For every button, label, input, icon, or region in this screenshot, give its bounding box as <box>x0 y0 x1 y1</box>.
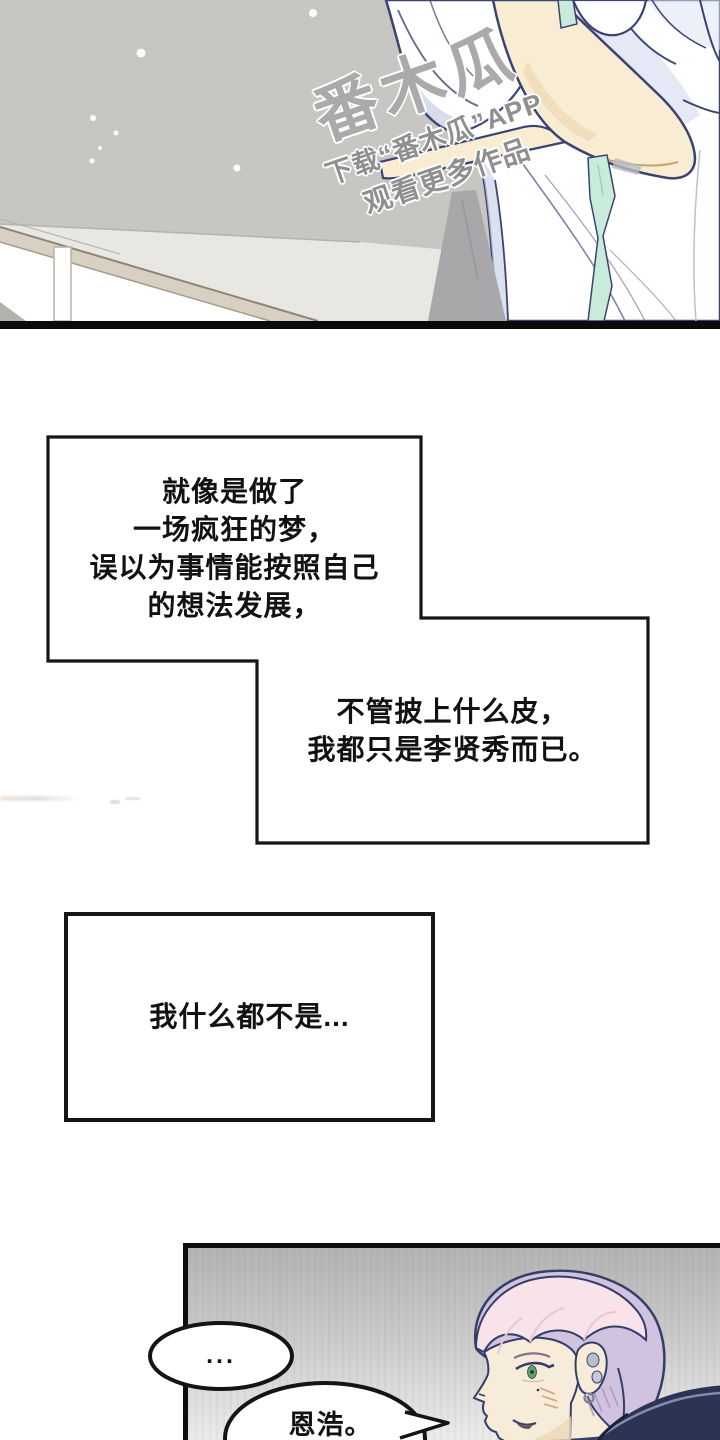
narration-line: 不管披上什么皮， <box>336 695 569 727</box>
page-smudge <box>0 796 82 801</box>
speech-bubble-name-text: 恩浩。 <box>288 1409 373 1440</box>
sleeve-cuff <box>571 0 648 37</box>
speech-bubbles <box>148 1321 450 1440</box>
forearm <box>378 124 567 180</box>
earring <box>583 1392 595 1404</box>
narration-box-1-2-outline <box>46 435 650 845</box>
speech-bubble-name <box>223 1381 427 1440</box>
narration-line: 误以为事情能按照自己 <box>89 552 380 583</box>
eyebrow <box>513 1352 551 1359</box>
narration-line: 我什么都不是... <box>149 1001 350 1032</box>
pink-haired-character-art <box>472 1269 720 1440</box>
arm <box>491 0 697 180</box>
stairwell-scene-art <box>0 0 720 321</box>
cheek-mole <box>536 1388 540 1392</box>
narration-line: 的想法发展， <box>147 590 322 621</box>
speech-bubble-tail <box>399 1410 450 1440</box>
face <box>472 1336 581 1440</box>
lanyard-strap-bottom <box>587 154 616 321</box>
narration-line: 一场疯狂的梦， <box>132 514 336 545</box>
narration-box-3-outline <box>64 912 435 1122</box>
narration-line: 我都只是李贤秀而已。 <box>307 733 598 765</box>
floor-shadow <box>428 190 506 321</box>
narration-box-3: 我什么都不是... <box>66 914 433 1120</box>
character-torso-art <box>378 0 720 321</box>
sparkle-dots <box>89 9 317 172</box>
eyelid <box>515 1361 555 1371</box>
railing-post <box>53 246 72 321</box>
narration-line: 就像是做了 <box>161 476 307 507</box>
character-head-art <box>472 1269 720 1440</box>
top-panel: 番木瓜 下载“番木瓜”APP 观看更多作品 <box>0 0 720 321</box>
page-smudge <box>125 797 140 800</box>
speech-bubble-ellipsis-text: ... <box>206 1340 236 1369</box>
stair-railing <box>0 218 319 321</box>
narration-box-2: 不管披上什么皮， 我都只是李贤秀而已。 <box>257 618 648 843</box>
panel-divider-bar <box>0 321 720 329</box>
mouth <box>512 1419 537 1426</box>
speech-bubble-ellipsis <box>148 1321 294 1391</box>
narration-box-1: 就像是做了 一场疯狂的梦， 误以为事情能按照自己 的想法发展， <box>48 437 421 661</box>
page-smudge <box>110 800 120 804</box>
lanyard-strap-top <box>557 0 578 29</box>
